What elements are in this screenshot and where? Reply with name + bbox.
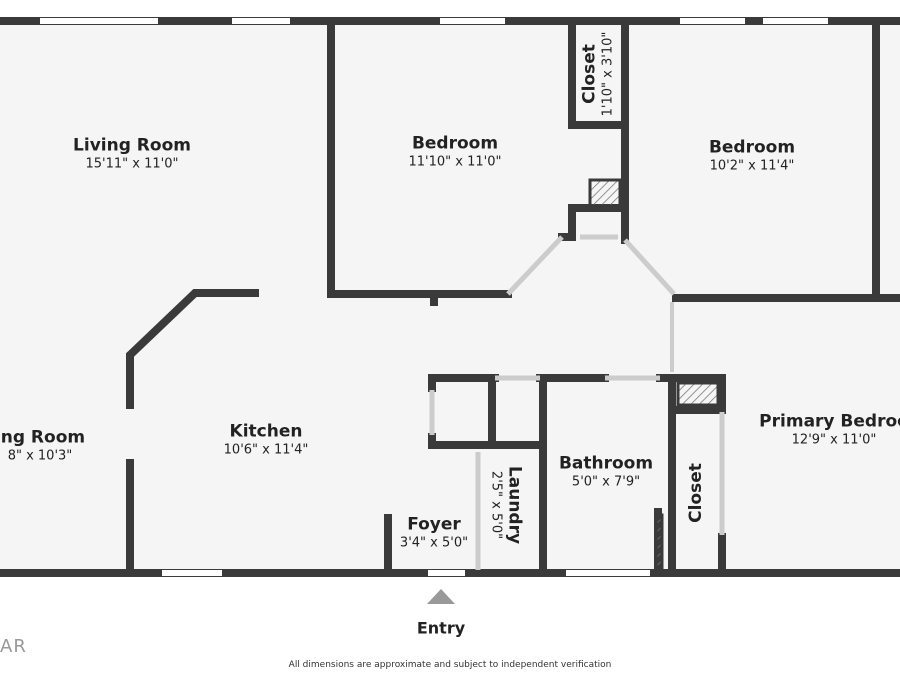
entry-arrow-icon (427, 589, 455, 604)
room-name: Closet (686, 463, 706, 523)
room-name: Living Room (73, 135, 191, 156)
room-name: Closet (579, 44, 600, 104)
room-name: ing Room (0, 427, 86, 448)
room-name: Bathroom (558, 453, 654, 474)
room-label: Closet (686, 463, 706, 523)
room-name: Kitchen (229, 421, 303, 442)
room-dims: 5'0" x 7'9" (571, 474, 641, 490)
room-dims: 8" x 10'3" (7, 448, 73, 464)
room-dims: 2'5" x 5'0" (488, 470, 504, 540)
room-name: Foyer (407, 514, 461, 535)
chimneys (588, 178, 720, 572)
room-dims: 15'11" x 11'0" (85, 156, 179, 172)
room-dims: 11'10" x 11'0" (408, 154, 502, 170)
room-name: Primary Bedroo (759, 411, 900, 432)
logo: AR (0, 636, 27, 657)
room-name: Bedroom (708, 137, 796, 158)
room-dims: 1'10" x 3'10" (600, 31, 616, 117)
room-dims: 3'4" x 5'0" (399, 535, 469, 551)
room-dims: 12'9" x 11'0" (791, 432, 877, 448)
room-name: Laundry (504, 465, 525, 545)
disclaimer: All dimensions are approximate and subje… (288, 660, 612, 670)
room-name: Bedroom (411, 133, 499, 154)
room-dims: 10'2" x 11'4" (709, 158, 795, 174)
doors-windows (40, 18, 828, 576)
room-dims: 10'6" x 11'4" (223, 442, 309, 458)
entry-label: Entry (416, 618, 466, 638)
